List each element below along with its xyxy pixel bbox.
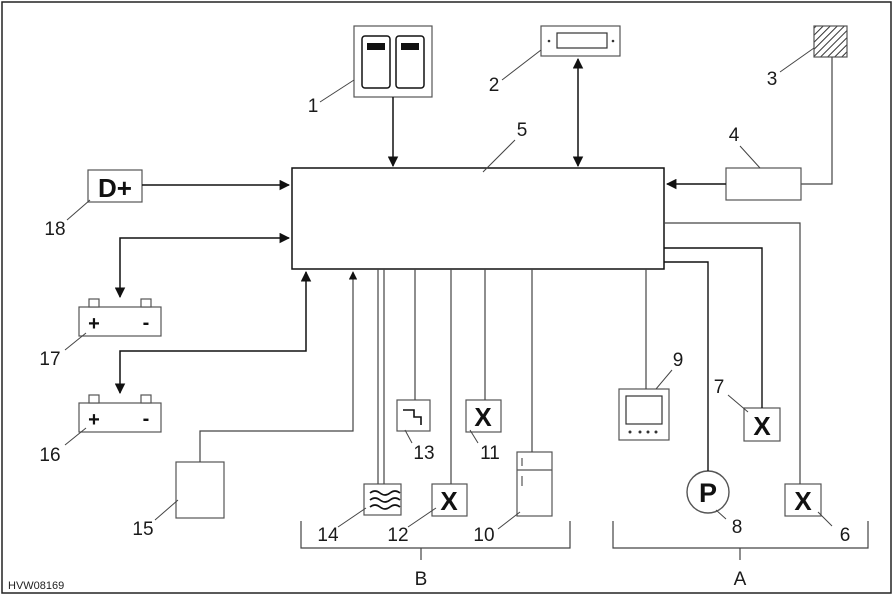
callout-9: 9	[673, 350, 684, 371]
callout-11: 11	[480, 443, 500, 464]
wire-15	[199, 271, 358, 462]
wire-6	[664, 222, 801, 484]
callout-13: 13	[413, 443, 434, 464]
callout-2: 2	[489, 75, 500, 96]
hatched-sensor	[813, 25, 848, 58]
monitor-box	[618, 388, 670, 441]
wire-17	[114, 232, 291, 299]
callout-4: 4	[729, 125, 740, 146]
wire-8	[664, 261, 709, 471]
dplus-symbol: D+	[98, 173, 132, 203]
display-panel	[540, 25, 621, 57]
callout-12: 12	[387, 525, 408, 546]
group-b-label: B	[415, 569, 428, 590]
bracket-b	[300, 521, 571, 549]
callout-1: 1	[308, 96, 319, 117]
group-a-label: A	[734, 569, 747, 590]
x-symbol-6: X	[794, 486, 812, 516]
p-symbol: P	[699, 478, 717, 508]
module-15	[175, 461, 225, 519]
step-box	[396, 399, 431, 432]
callout-14: 14	[317, 525, 339, 546]
callout-7: 7	[714, 377, 725, 398]
x-box-11	[465, 399, 502, 433]
fridge-box	[516, 451, 553, 517]
callout-18: 18	[44, 219, 65, 240]
switch-panel	[353, 25, 433, 98]
module-4	[725, 167, 802, 201]
callout-3: 3	[767, 69, 778, 90]
leader-lines	[64, 47, 833, 530]
battery-17: + -	[78, 298, 162, 337]
callout-16: 16	[39, 445, 60, 466]
wire-7	[664, 247, 763, 408]
wire-3	[801, 57, 833, 185]
callout-5: 5	[517, 120, 528, 141]
callout-17: 17	[39, 349, 60, 370]
x-symbol-7: X	[753, 411, 771, 441]
callout-10: 10	[473, 525, 494, 546]
control-unit	[291, 167, 665, 270]
wire-16	[114, 270, 312, 395]
battery-16-plus: +	[88, 409, 100, 431]
x-box-6	[784, 483, 822, 517]
callout-6: 6	[840, 525, 851, 546]
x-symbol-11: X	[474, 402, 492, 432]
dplus-box	[87, 169, 143, 203]
battery-17-plus: +	[88, 313, 100, 335]
callout-8: 8	[732, 517, 743, 538]
heater-box	[363, 483, 402, 516]
battery-17-minus: -	[143, 312, 150, 334]
x-box-12	[431, 483, 468, 517]
battery-16-minus: -	[143, 408, 150, 430]
battery-16: + -	[78, 394, 162, 433]
x-symbol-12: X	[440, 486, 458, 516]
callout-15: 15	[132, 519, 153, 540]
figure-code: HVW08169	[8, 580, 64, 592]
